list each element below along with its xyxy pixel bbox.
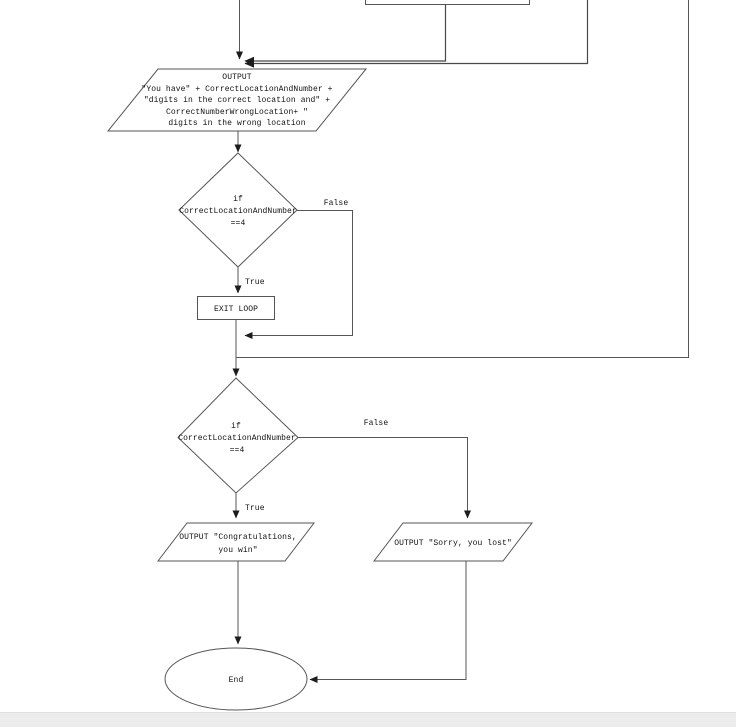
bottom-band bbox=[0, 713, 736, 727]
node-decision-loop: if CorrectLocationAndNumber ==4 bbox=[178, 152, 298, 268]
node-exit-loop-label: EXIT LOOP bbox=[214, 305, 258, 314]
node-decision-loop-line: if bbox=[233, 195, 243, 204]
connector-return-right bbox=[236, 0, 689, 358]
node-output-win-line: OUTPUT "Congratulations, bbox=[179, 533, 297, 542]
node-end: End bbox=[164, 647, 308, 711]
connector-decision2-false bbox=[298, 437, 471, 519]
node-output-feedback: OUTPUT "You have" + CorrectLocationAndNu… bbox=[106, 68, 368, 132]
connector-decision1-false bbox=[244, 210, 353, 339]
node-decision-loop-line: CorrectLocationAndNumber bbox=[179, 207, 297, 216]
node-output-feedback-line: digits in the wrong location bbox=[168, 119, 305, 128]
connector-loopback-inner bbox=[244, 4, 447, 66]
connector-lose-to-end bbox=[309, 561, 467, 683]
edge-label-true-2: True bbox=[245, 504, 265, 513]
node-exit-loop: EXIT LOOP bbox=[197, 296, 275, 320]
node-decision-win-line: CorrectLocationAndNumber bbox=[178, 434, 296, 443]
node-decision-win: if CorrectLocationAndNumber ==4 bbox=[177, 377, 299, 494]
node-decision-win-line: if bbox=[231, 422, 241, 431]
parallelogram-shape bbox=[372, 522, 534, 562]
edge-label-true-1: True bbox=[245, 278, 265, 287]
node-output-feedback-line: CorrectNumberWrongLocation+ " bbox=[166, 108, 308, 117]
node-output-feedback-line: OUTPUT bbox=[222, 73, 252, 82]
connector-loopback-outer bbox=[244, 0, 589, 68]
node-output-feedback-line: "digits in the correct location and" + bbox=[144, 96, 330, 105]
terminator-shape bbox=[164, 647, 308, 711]
node-end-label: End bbox=[229, 676, 244, 685]
edge-label-false-1: False bbox=[324, 199, 349, 208]
node-output-feedback-line: "You have" + CorrectLocationAndNumber + bbox=[141, 85, 332, 94]
node-top-partial-rectangle bbox=[365, 0, 530, 5]
node-output-lose: OUTPUT "Sorry, you lost" bbox=[372, 522, 534, 562]
node-output-lose-line: OUTPUT "Sorry, you lost" bbox=[394, 539, 512, 548]
node-decision-win-line: ==4 bbox=[230, 446, 245, 455]
parallelogram-shape bbox=[156, 522, 316, 562]
parallelogram-shape bbox=[106, 68, 368, 132]
node-output-win: OUTPUT "Congratulations, you win" bbox=[156, 522, 316, 562]
edge-label-false-2: False bbox=[364, 419, 389, 428]
node-decision-loop-line: ==4 bbox=[231, 219, 246, 228]
node-output-win-line: you win" bbox=[218, 546, 257, 555]
